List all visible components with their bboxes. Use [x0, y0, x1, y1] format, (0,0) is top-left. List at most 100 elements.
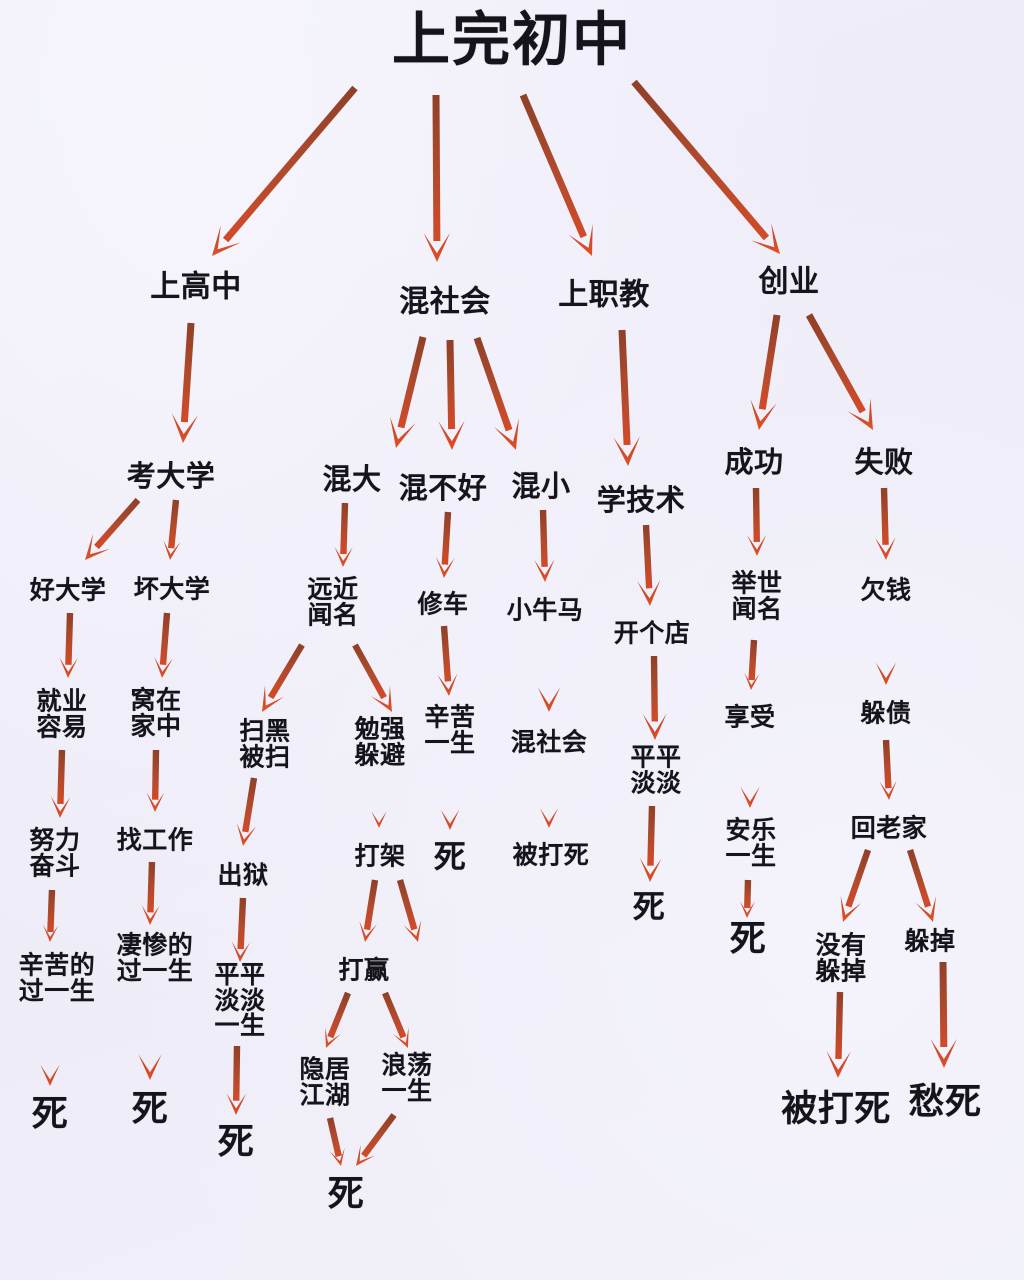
diagram-node-n52: 死: [327, 1173, 365, 1215]
arrow-head: [930, 1038, 957, 1068]
diagram-node-n1: 上高中: [150, 269, 242, 305]
arrow-46: [382, 991, 409, 1048]
diagram-node-n35: 死: [632, 887, 666, 926]
arrow-head: [875, 662, 897, 685]
arrow-40: [359, 879, 379, 942]
diagram-node-n22: 扫黑 被扫: [239, 716, 291, 771]
arrow-head: [750, 399, 777, 430]
arrow-head: [359, 921, 377, 942]
arrow-head: [212, 225, 241, 256]
arrow-head: [403, 919, 422, 942]
arrow-head: [639, 857, 662, 882]
diagram-node-n28: 躲债: [860, 698, 912, 728]
arrow-1: [423, 94, 451, 262]
arrow-head: [392, 1027, 409, 1048]
arrow-head: [534, 559, 555, 582]
arrow-29: [146, 749, 165, 812]
arrow-head: [236, 823, 257, 846]
arrow-36: [879, 739, 897, 800]
diagram-node-n13: 坏大学: [133, 574, 211, 604]
diagram-node-n39: 凄惨的 过一生: [116, 930, 194, 985]
diagram-node-n30: 找工作: [116, 825, 194, 855]
arrow-13: [334, 502, 353, 567]
arrow-2: [519, 93, 593, 256]
diagram-node-n46: 浪荡 一生: [381, 1050, 433, 1105]
arrow-head: [40, 1064, 60, 1086]
diagram-node-n14: 远近 闻名: [307, 574, 359, 629]
arrow-35: [740, 740, 760, 808]
diagram-node-n44: 躲掉: [904, 926, 956, 956]
diagram-node-n8: 混小: [511, 469, 571, 504]
diagram-node-n6: 混大: [322, 462, 382, 497]
diagram-node-n37: 回老家: [850, 813, 928, 843]
arrow-45: [325, 991, 351, 1048]
arrow-52: [326, 1117, 345, 1166]
arrow-head: [163, 540, 181, 560]
diagram-node-n23: 勉强 躲避: [354, 714, 406, 769]
arrow-10: [805, 313, 873, 430]
diagram-node-n9: 学技术: [596, 483, 686, 518]
diagram-node-n49: 死: [31, 1093, 69, 1135]
diagram-node-n43: 没有 躲掉: [815, 930, 867, 985]
arrow-head: [744, 672, 760, 690]
arrow-head: [637, 580, 661, 606]
diagram-node-n51: 死: [217, 1121, 255, 1163]
arrow-head: [325, 1027, 341, 1048]
arrow-44: [906, 849, 937, 922]
arrow-53: [356, 1113, 397, 1166]
arrow-head: [59, 657, 78, 678]
arrow-16: [637, 524, 661, 606]
diagram-node-n18: 举世 闻名: [731, 568, 783, 623]
diagram-node-n15: 修车: [417, 589, 469, 619]
diagram-node-n42: 死: [729, 918, 767, 960]
diagram-node-n41: 打赢: [338, 955, 390, 985]
arrow-39: [231, 897, 251, 962]
arrow-14: [435, 511, 455, 578]
arrow-32: [440, 765, 460, 830]
arrow-head: [154, 656, 173, 678]
arrow-head: [437, 673, 458, 696]
arrow-head: [493, 418, 519, 450]
arrow-head: [50, 796, 71, 818]
arrow-head: [435, 556, 455, 578]
arrow-head: [642, 713, 667, 740]
arrow-48: [930, 961, 957, 1068]
arrow-head: [747, 534, 767, 556]
arrow-31: [371, 778, 387, 828]
diagram-node-n3: 上职教: [558, 277, 650, 313]
arrow-21: [262, 643, 305, 712]
arrow-22: [352, 643, 392, 712]
diagram-node-n40: 平平 淡淡 一生: [214, 959, 266, 1040]
arrow-head: [390, 416, 416, 448]
arrow-head: [171, 413, 199, 443]
arrow-51: [226, 1045, 247, 1115]
diagram-node-n34: 被打死: [512, 840, 590, 870]
arrow-head: [438, 420, 465, 450]
arrow-head: [226, 1093, 247, 1115]
arrow-42: [739, 879, 756, 918]
arrow-head: [540, 808, 558, 828]
arrow-head: [826, 1050, 851, 1078]
arrow-head: [85, 533, 111, 560]
arrow-19: [59, 612, 78, 678]
arrow-head: [329, 1147, 345, 1166]
diagram-node-n2: 混社会: [399, 284, 491, 320]
arrow-50: [138, 998, 162, 1080]
arrow-3: [631, 79, 780, 254]
arrow-head: [262, 685, 285, 712]
diagram-node-n45: 隐居 江湖: [299, 1054, 351, 1109]
arrow-23: [437, 625, 458, 696]
diagram-node-n11: 失败: [854, 445, 914, 480]
diagram-node-n38: 辛苦的 过一生: [18, 950, 96, 1005]
diagram-node-n27: 享受: [724, 702, 776, 732]
diagram-node-n21: 窝在 家中: [130, 685, 182, 740]
arrow-26: [744, 639, 760, 690]
arrow-5: [390, 336, 427, 448]
diagram-node-n12: 好大学: [29, 575, 107, 605]
diagram-node-n48: 愁死: [908, 1081, 982, 1123]
arrow-37: [43, 889, 59, 942]
diagram-node-n47: 被打死: [781, 1088, 891, 1130]
diagram-node-n24: 辛苦 一生: [424, 702, 476, 757]
arrow-head: [847, 398, 873, 430]
diagram-node-n17: 开个店: [613, 618, 691, 648]
